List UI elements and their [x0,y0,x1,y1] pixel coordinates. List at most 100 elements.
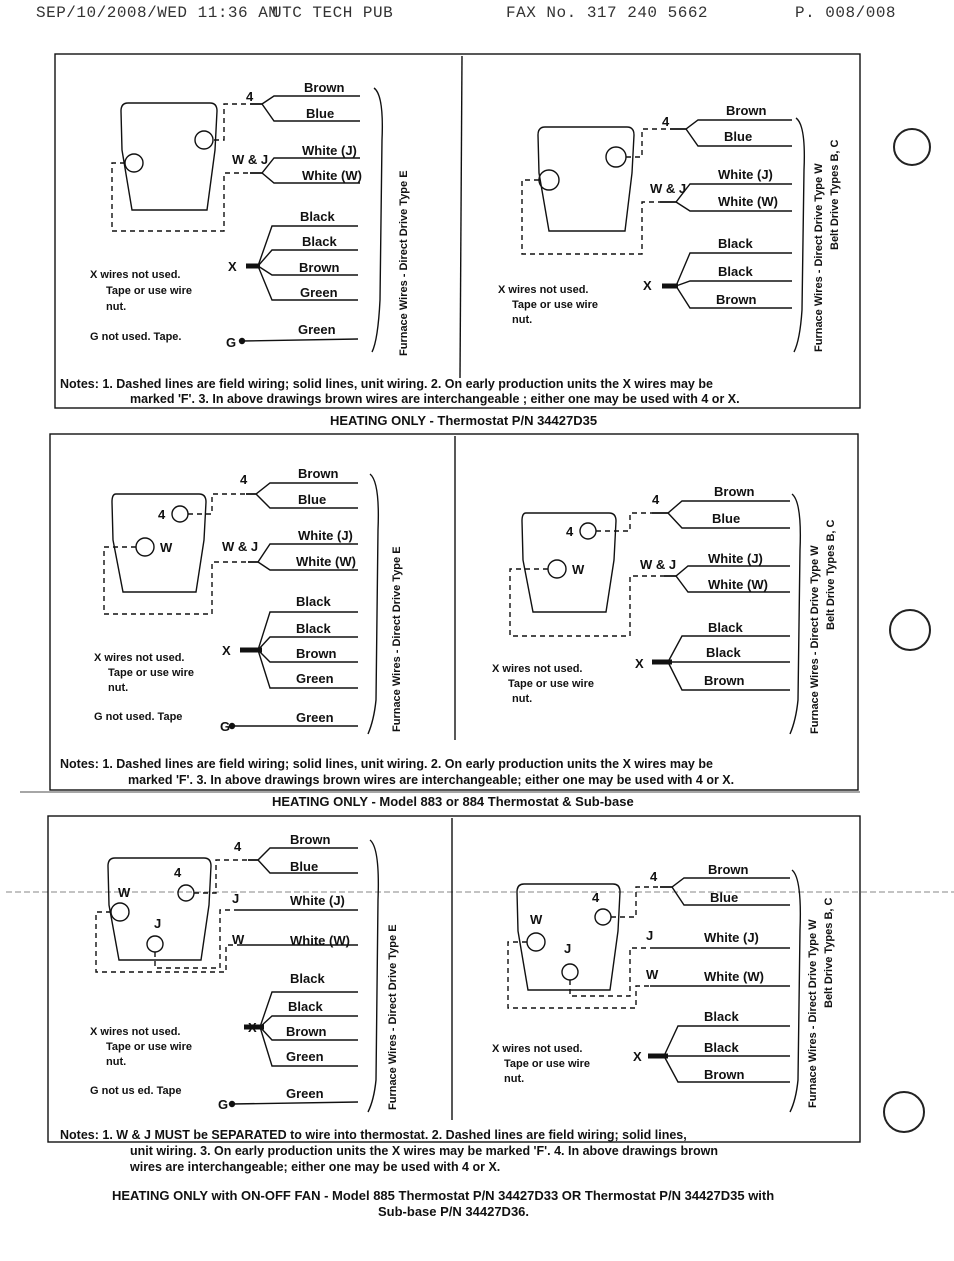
s1-left-wire-green-g: Green [298,322,336,337]
s3-right-vertical-label-2: Belt Drive Types B, C [823,898,835,1008]
s3-left-th-j: J [154,916,161,931]
s3-right-wire-brown-x: Brown [704,1067,745,1082]
s1-right-wire-brown-x: Brown [716,292,757,307]
s3-left-term-4: 4 [234,839,242,854]
section-3-frame [6,815,954,1143]
s3-left-wire-white-w: White (W) [290,933,350,948]
s1-right-wire-white-w: White (W) [718,194,778,209]
s1-right-wire-blue: Blue [724,129,752,144]
s3-left-wire-black-2: Black [288,999,323,1014]
s2-left-note-x-2: Tape or use wire [108,667,194,679]
s2-left-term-x: X [222,643,231,658]
s1-right-term-x: X [643,278,652,293]
s2-right-term-x: X [635,656,644,671]
s2-left-th-4: 4 [158,507,166,522]
section-1-frame [54,53,861,409]
s2-left-term-4: 4 [240,472,248,487]
s3-right-term-4: 4 [650,869,658,884]
s2-left-field-wiring [103,493,248,615]
s3-right-wire-black-1: Black [704,1009,739,1024]
s1-right-note-x-1: X wires not used. [498,284,588,296]
s2-right-wire-brown: Brown [714,484,755,499]
s3-left-field-wiring [95,859,248,973]
s3-left-th-4: 4 [174,865,182,880]
s3-left-term-g: G [218,1097,228,1112]
s3-right-field-wiring [507,886,660,1009]
s1-left-note-g: G not used. Tape. [90,331,181,343]
s2-left-note-x-1: X wires not used. [94,652,184,664]
s2-right-term-wj: W & J [640,557,676,572]
s3-left-wire-white-j: White (J) [290,893,345,908]
s2-caption: HEATING ONLY - Model 883 or 884 Thermost… [272,794,634,809]
s3-right-note-x-2: Tape or use wire [504,1058,590,1070]
s2-right-note-x-1: X wires not used. [492,663,582,675]
s2-notes-line2: marked 'F'. 3. In above drawings brown w… [128,773,734,787]
s3-left-thermostat-body [107,857,212,961]
fax-number: FAX No. 317 240 5662 [506,4,709,22]
s2-left-wire-brown: Brown [298,466,339,481]
s2-left-wire-white-j: White (J) [298,528,353,543]
s1-right-term-4: 4 [662,114,670,129]
s3-left-unit-wiring [231,839,380,1113]
s3-right-thermostat-body [516,883,621,991]
s1-left-thermostat-body [120,102,218,211]
s1-left-wire-black-2: Black [302,234,337,249]
s2-left-wire-green: Green [296,671,334,686]
punch-hole-bottom [883,1091,925,1133]
s3-left-vertical-label: Furnace Wires - Direct Drive Type E [387,924,399,1110]
s1-right-term-wj: W & J [650,181,686,196]
s3-left-term-x: X [248,1020,257,1035]
s2-left-term-g: G [220,719,230,734]
s3-right-th-j: J [564,941,571,956]
s1-caption: HEATING ONLY - Thermostat P/N 34427D35 [330,413,597,428]
s3-right-vertical-label-1: Furnace Wires - Direct Drive Type W [807,919,819,1108]
s3-left-wire-blue: Blue [290,859,318,874]
s3-right-wire-white-w: White (W) [704,969,764,984]
s1-left-note-x-1: X wires not used. [90,269,180,281]
s1-left-term-g: G [226,335,236,350]
s3-caption-line2: Sub-base P/N 34427D36. [378,1204,529,1219]
s3-left-term-j: J [232,891,239,906]
s2-right-note-x-3: nut. [512,693,532,705]
s2-right-vertical-label-1: Furnace Wires - Direct Drive Type W [809,545,821,734]
s1-right-unit-wiring [660,117,806,353]
s3-right-wire-blue: Blue [710,890,738,905]
s3-right-wire-black-2: Black [704,1040,739,1055]
s3-left-term-w: W [232,932,245,947]
s1-right-wire-brown: Brown [726,103,767,118]
s2-right-field-wiring [509,512,664,637]
s3-left-th-w: W [118,885,131,900]
s3-right-note-x-3: nut. [504,1073,524,1085]
s1-right-note-x-3: nut. [512,314,532,326]
s2-left-wire-green-g: Green [296,710,334,725]
s1-left-term-x: X [228,259,237,274]
s2-left-wire-black-2: Black [296,621,331,636]
s3-caption-line1: HEATING ONLY with ON-OFF FAN - Model 885… [112,1188,774,1203]
s3-left-wire-green-g: Green [286,1086,324,1101]
s1-notes-line2: marked 'F'. 3. In above drawings brown w… [130,392,740,406]
s2-right-th-4: 4 [566,524,574,539]
s2-right-wire-blue: Blue [712,511,740,526]
s1-left-vertical-label: Furnace Wires - Direct Drive Type E [398,170,410,356]
s3-left-wire-brown-x: Brown [286,1024,327,1039]
s1-right-vertical-label-2: Belt Drive Types B, C [829,140,841,250]
s1-right-vertical-label-1: Furnace Wires - Direct Drive Type W [813,163,825,352]
fax-datetime: SEP/10/2008/WED 11:36 AM [36,4,279,22]
s2-right-vertical-label-2: Belt Drive Types B, C [825,520,837,630]
s1-left-wire-brown: Brown [304,80,345,95]
s3-notes-line2: unit wiring. 3. On early production unit… [130,1144,718,1158]
s1-left-term-4: 4 [246,89,254,104]
s3-left-wire-brown: Brown [290,832,331,847]
s2-notes-line1: Notes: 1. Dashed lines are field wiring;… [60,757,713,771]
s1-left-wire-white-j: White (J) [302,143,357,158]
s3-right-term-x: X [633,1049,642,1064]
s3-right-wire-brown: Brown [708,862,749,877]
s3-notes-line1: Notes: 1. W & J MUST be SEPARATED to wir… [60,1128,687,1142]
s3-left-note-x-2: Tape or use wire [106,1041,192,1053]
s2-right-wire-white-j: White (J) [708,551,763,566]
s3-right-term-w: W [646,967,659,982]
s1-left-wire-white-w: White (W) [302,168,362,183]
s1-left-wire-green: Green [300,285,338,300]
